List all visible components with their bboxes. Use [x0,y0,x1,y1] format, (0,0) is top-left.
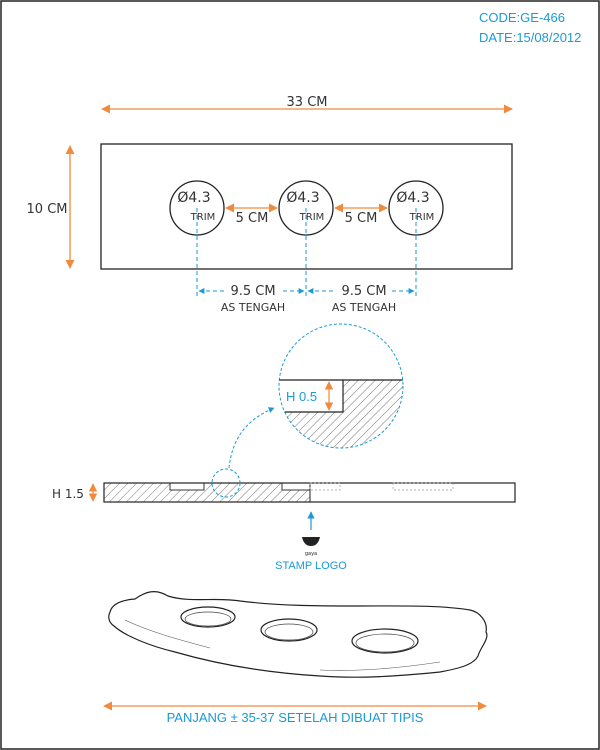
center-label-bg-1 [226,283,282,297]
hole-diameter-1: Ø4.3 [177,190,210,206]
depth-label: H 0.5 [286,389,317,404]
stamp-logo-label: STAMP LOGO [275,560,347,572]
center-label-bg-2 [336,283,392,297]
gap-label-1: 5 CM [236,211,269,226]
detail-marker-circle [211,468,241,498]
code-label: CODE:GE-466 [479,10,565,25]
center-distance-label-2: 9.5 CM [341,284,386,299]
center-distance-label-1: 9.5 CM [230,284,275,299]
section-view [103,468,516,503]
section-height-label: H 1.5 [52,487,84,501]
stamp-logo-icon [302,537,320,546]
hole-note-2: TRIM [299,212,325,223]
hole-diameter-2: Ø4.3 [286,190,319,206]
date-label: DATE:15/08/2012 [479,30,581,45]
stamp-text: gaya [305,551,317,557]
plate-sketch [108,590,488,678]
plate-top-outline [100,143,513,270]
length-note: PANJANG ± 35-37 SETELAH DIBUAT TIPIS [167,710,424,725]
hole-note-1: TRIM [190,212,216,223]
hole-diameter-3: Ø4.3 [396,190,429,206]
hole-note-3: TRIM [409,212,435,223]
height-dimension-label: 10 CM [27,202,68,217]
width-dimension-label: 33 CM [287,95,328,110]
center-note-2: AS TENGAH [332,301,396,314]
center-note-1: AS TENGAH [221,301,285,314]
detail-pointer-arrow [228,407,275,469]
gap-label-2: 5 CM [345,211,378,226]
